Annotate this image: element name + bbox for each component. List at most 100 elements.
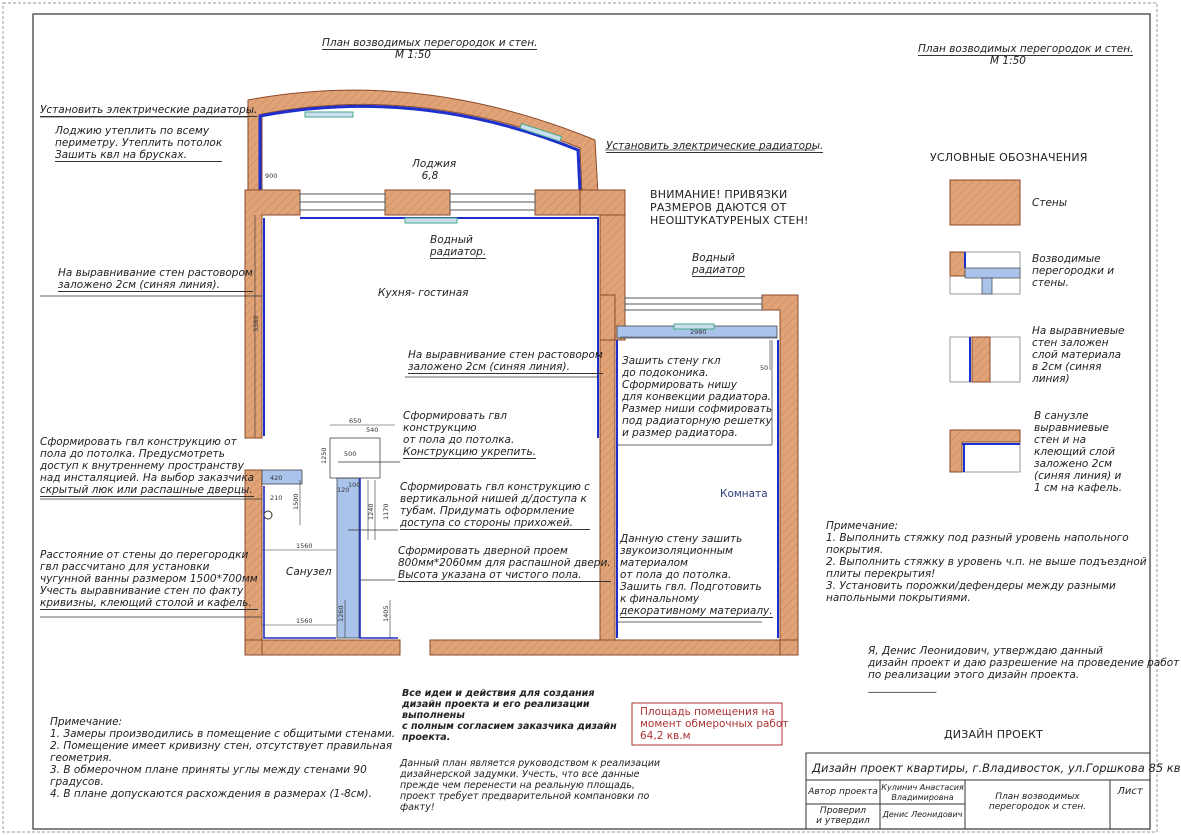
- dim-1170: 1170: [382, 503, 390, 520]
- note-sew-line-2: до подоконика.: [622, 367, 709, 379]
- note-bath-line-1: Расстояние от стены до перегородки: [40, 549, 249, 561]
- note-bath-line-4: Учесть выравнивание стен по факту: [40, 585, 244, 597]
- note-guide-line-3: прежде чем перенести на реальную площадь…: [400, 780, 635, 791]
- note-ideas-line-5: проекта.: [402, 732, 451, 743]
- warning-line-1: ВНИМАНИЕ! ПРИВЯЗКИ: [650, 188, 788, 201]
- note-sound-line-4: от пола до потолка.: [620, 569, 732, 581]
- warning-line-2: РАЗМЕРОВ ДАЮТСЯ ОТ: [650, 201, 787, 214]
- note-sound-line-2: звукоизоляционным: [620, 545, 733, 557]
- dim-500: 500: [344, 450, 356, 458]
- loggia-name: Лоджия: [412, 158, 457, 170]
- dim-1560: 1560: [296, 542, 313, 550]
- note-sew-wall: Зашить стену гкл до подоконика. Сформиро…: [622, 355, 772, 439]
- note-plaster-center: На выравнивание стен растовором заложено…: [408, 349, 603, 374]
- remarks-right-2: покрытия.: [826, 544, 884, 556]
- sheet-inner-frame: [32, 13, 1151, 830]
- note-gkl-access-line-3: доступ к внутреннему пространству: [40, 460, 244, 472]
- kitchen-label: Кухня- гостиная: [378, 287, 469, 299]
- bath-finish-line: [263, 478, 398, 639]
- note-plaster-left: На выравнивание стен растовором заложено…: [58, 267, 253, 292]
- dim-120: 120: [337, 486, 349, 494]
- stamp-checked-line-1: Проверил: [819, 806, 867, 816]
- note-bath-line-3: чугунной ванны размером 1500*700мм: [40, 573, 258, 585]
- note-ideas: Все идеи и действия для создания дизайн …: [402, 688, 617, 743]
- dim-900: 900: [265, 172, 277, 180]
- warning-line-3: НЕОШТУКАТУРЕНЫХ СТЕН!: [650, 214, 809, 227]
- stamp-sheet-label: Лист: [1117, 786, 1143, 797]
- water-radiator-2: Водный радиатор: [692, 252, 745, 277]
- note-guide: Данный план является руководством к реал…: [400, 758, 660, 813]
- legend-walls-label: Стены: [1032, 197, 1068, 209]
- bath-partition-top: [261, 469, 303, 485]
- remarks-left: Примечание: 1. Замеры производились в по…: [50, 716, 395, 800]
- dimension-texts: 900 3380 2980 50 650 540 500 1250 120 10…: [252, 172, 768, 625]
- note-guide-line-5: факту!: [400, 802, 435, 813]
- note-soundproof: Данную стену зашить звукоизоляционным ма…: [620, 533, 773, 618]
- note-loggia-line-3: Зашить квл на брусках.: [55, 149, 223, 162]
- legend-plaster-swatch: [949, 336, 1021, 383]
- loggia-radiator-2: [519, 122, 563, 142]
- room-finish-line: [616, 340, 779, 638]
- water-radiator-1-line-1: Водный: [430, 234, 473, 246]
- note-gkl-niche-line-3: тубам. Придумать оформление: [400, 505, 575, 517]
- note-gkl-niche-line-2: вертикальной нишей д/доступа к: [400, 493, 587, 505]
- stamp-checked-label: Проверил и утвердил: [806, 806, 880, 826]
- legend-bath-line-4: клеющий слой: [1034, 446, 1115, 458]
- loggia-label: Лоджия 6,8: [412, 158, 457, 182]
- area-box: Площадь помещения на момент обмерочных р…: [640, 706, 788, 742]
- note-gvl-ceiling-line-4: Конструкцию укрепить.: [403, 446, 537, 459]
- note-sew-line-6: под радиаторную решетку: [622, 415, 772, 427]
- stamp-checked-line-2: и утвердил: [816, 816, 870, 826]
- note-gkl-access-line-2: пола до потолка. Предусмотреть: [40, 448, 225, 460]
- bathroom-label: Санузел: [286, 566, 332, 578]
- remarks-right-1: 1. Выполнить стяжку под разный уровень н…: [826, 532, 1129, 544]
- note-gvl-ceiling-line-3: от пола до потолка.: [403, 434, 515, 446]
- legend-bath-line-2: выравниевые: [1034, 422, 1109, 434]
- note-gkl-niche-line-1: Сформировать гвл конструкцию с: [400, 481, 590, 493]
- dim-650: 650: [349, 417, 361, 425]
- legend-title: УСЛОВНЫЕ ОБОЗНАЧЕНИЯ: [930, 151, 1088, 164]
- dim-1250: 1250: [320, 447, 328, 464]
- legend-partitions-label: Возводимые перегородки и стены.: [1032, 253, 1114, 289]
- legend-bath-line-1: В санузле: [1034, 410, 1089, 422]
- note-gkl-niche: Сформировать гвл конструкцию с вертикаль…: [400, 481, 590, 530]
- legend-bath-line-7: 1 см на кафель.: [1034, 482, 1123, 494]
- legend-partitions-line-1: Возводимые: [1032, 253, 1101, 265]
- approval-line-4: _____________: [868, 681, 937, 693]
- dim-540: 540: [366, 426, 378, 434]
- note-sound-line-5: Зашить гвл. Подготовить: [620, 581, 762, 593]
- title-block: [805, 752, 1151, 830]
- legend-plaster-line-4: в 2см (синяя: [1032, 361, 1102, 373]
- water-radiator-2-line-1: Водный: [692, 252, 735, 264]
- plan-title-right: План возводимых перегородок и стен.: [918, 43, 1134, 56]
- kitchen-finish-line: [263, 217, 599, 438]
- note-ideas-line-3: выполнены: [402, 710, 465, 721]
- bath-partition-box: [329, 437, 381, 479]
- plan-scale: М 1:50: [395, 49, 431, 61]
- note-gkl-access-line-1: Сформировать гвл конструкцию от: [40, 436, 237, 448]
- loggia-area: 6,8: [421, 170, 439, 182]
- note-sew-line-4: для конвекции радиатора.: [622, 391, 771, 403]
- approval-line-2: дизайн проект и даю разрешение на провед…: [868, 657, 1180, 669]
- note-guide-line-2: дизайнерской задумки. Учесть, что все да…: [400, 769, 640, 780]
- main-walls: [244, 189, 799, 656]
- remarks-right-title: Примечание:: [826, 520, 899, 532]
- note-sew-line-7: и размер радиатора.: [622, 427, 738, 439]
- water-radiator-1: Водный радиатор.: [430, 234, 487, 259]
- note-bath-line-2: гвл рассчитано для установки: [40, 561, 210, 573]
- legend-plaster-line-3: слой материала: [1032, 349, 1122, 361]
- remarks-left-5: градусов.: [50, 776, 104, 788]
- stamp-author-name-2: Владимировна: [891, 793, 954, 802]
- remarks-left-title: Примечание:: [50, 716, 123, 728]
- area-box-frame: [631, 702, 783, 746]
- area-line-1: Площадь помещения на: [640, 706, 775, 718]
- legend-plaster-line-5: линия): [1032, 373, 1070, 385]
- kitchen-radiator: [404, 217, 458, 224]
- note-plaster-center-line-1: На выравнивание стен растовором: [408, 349, 603, 361]
- remarks-right: Примечание: 1. Выполнить стяжку под разн…: [826, 520, 1147, 604]
- note-ideas-line-2: дизайн проекта и его реализации: [402, 699, 590, 710]
- note-ideas-line-4: с полным согласием заказчика дизайн: [402, 721, 617, 732]
- stamp-sheet-title-2: перегородок и стен.: [988, 802, 1087, 812]
- note-gvl-ceiling: Сформировать гвл конструкцию от пола до …: [403, 410, 537, 459]
